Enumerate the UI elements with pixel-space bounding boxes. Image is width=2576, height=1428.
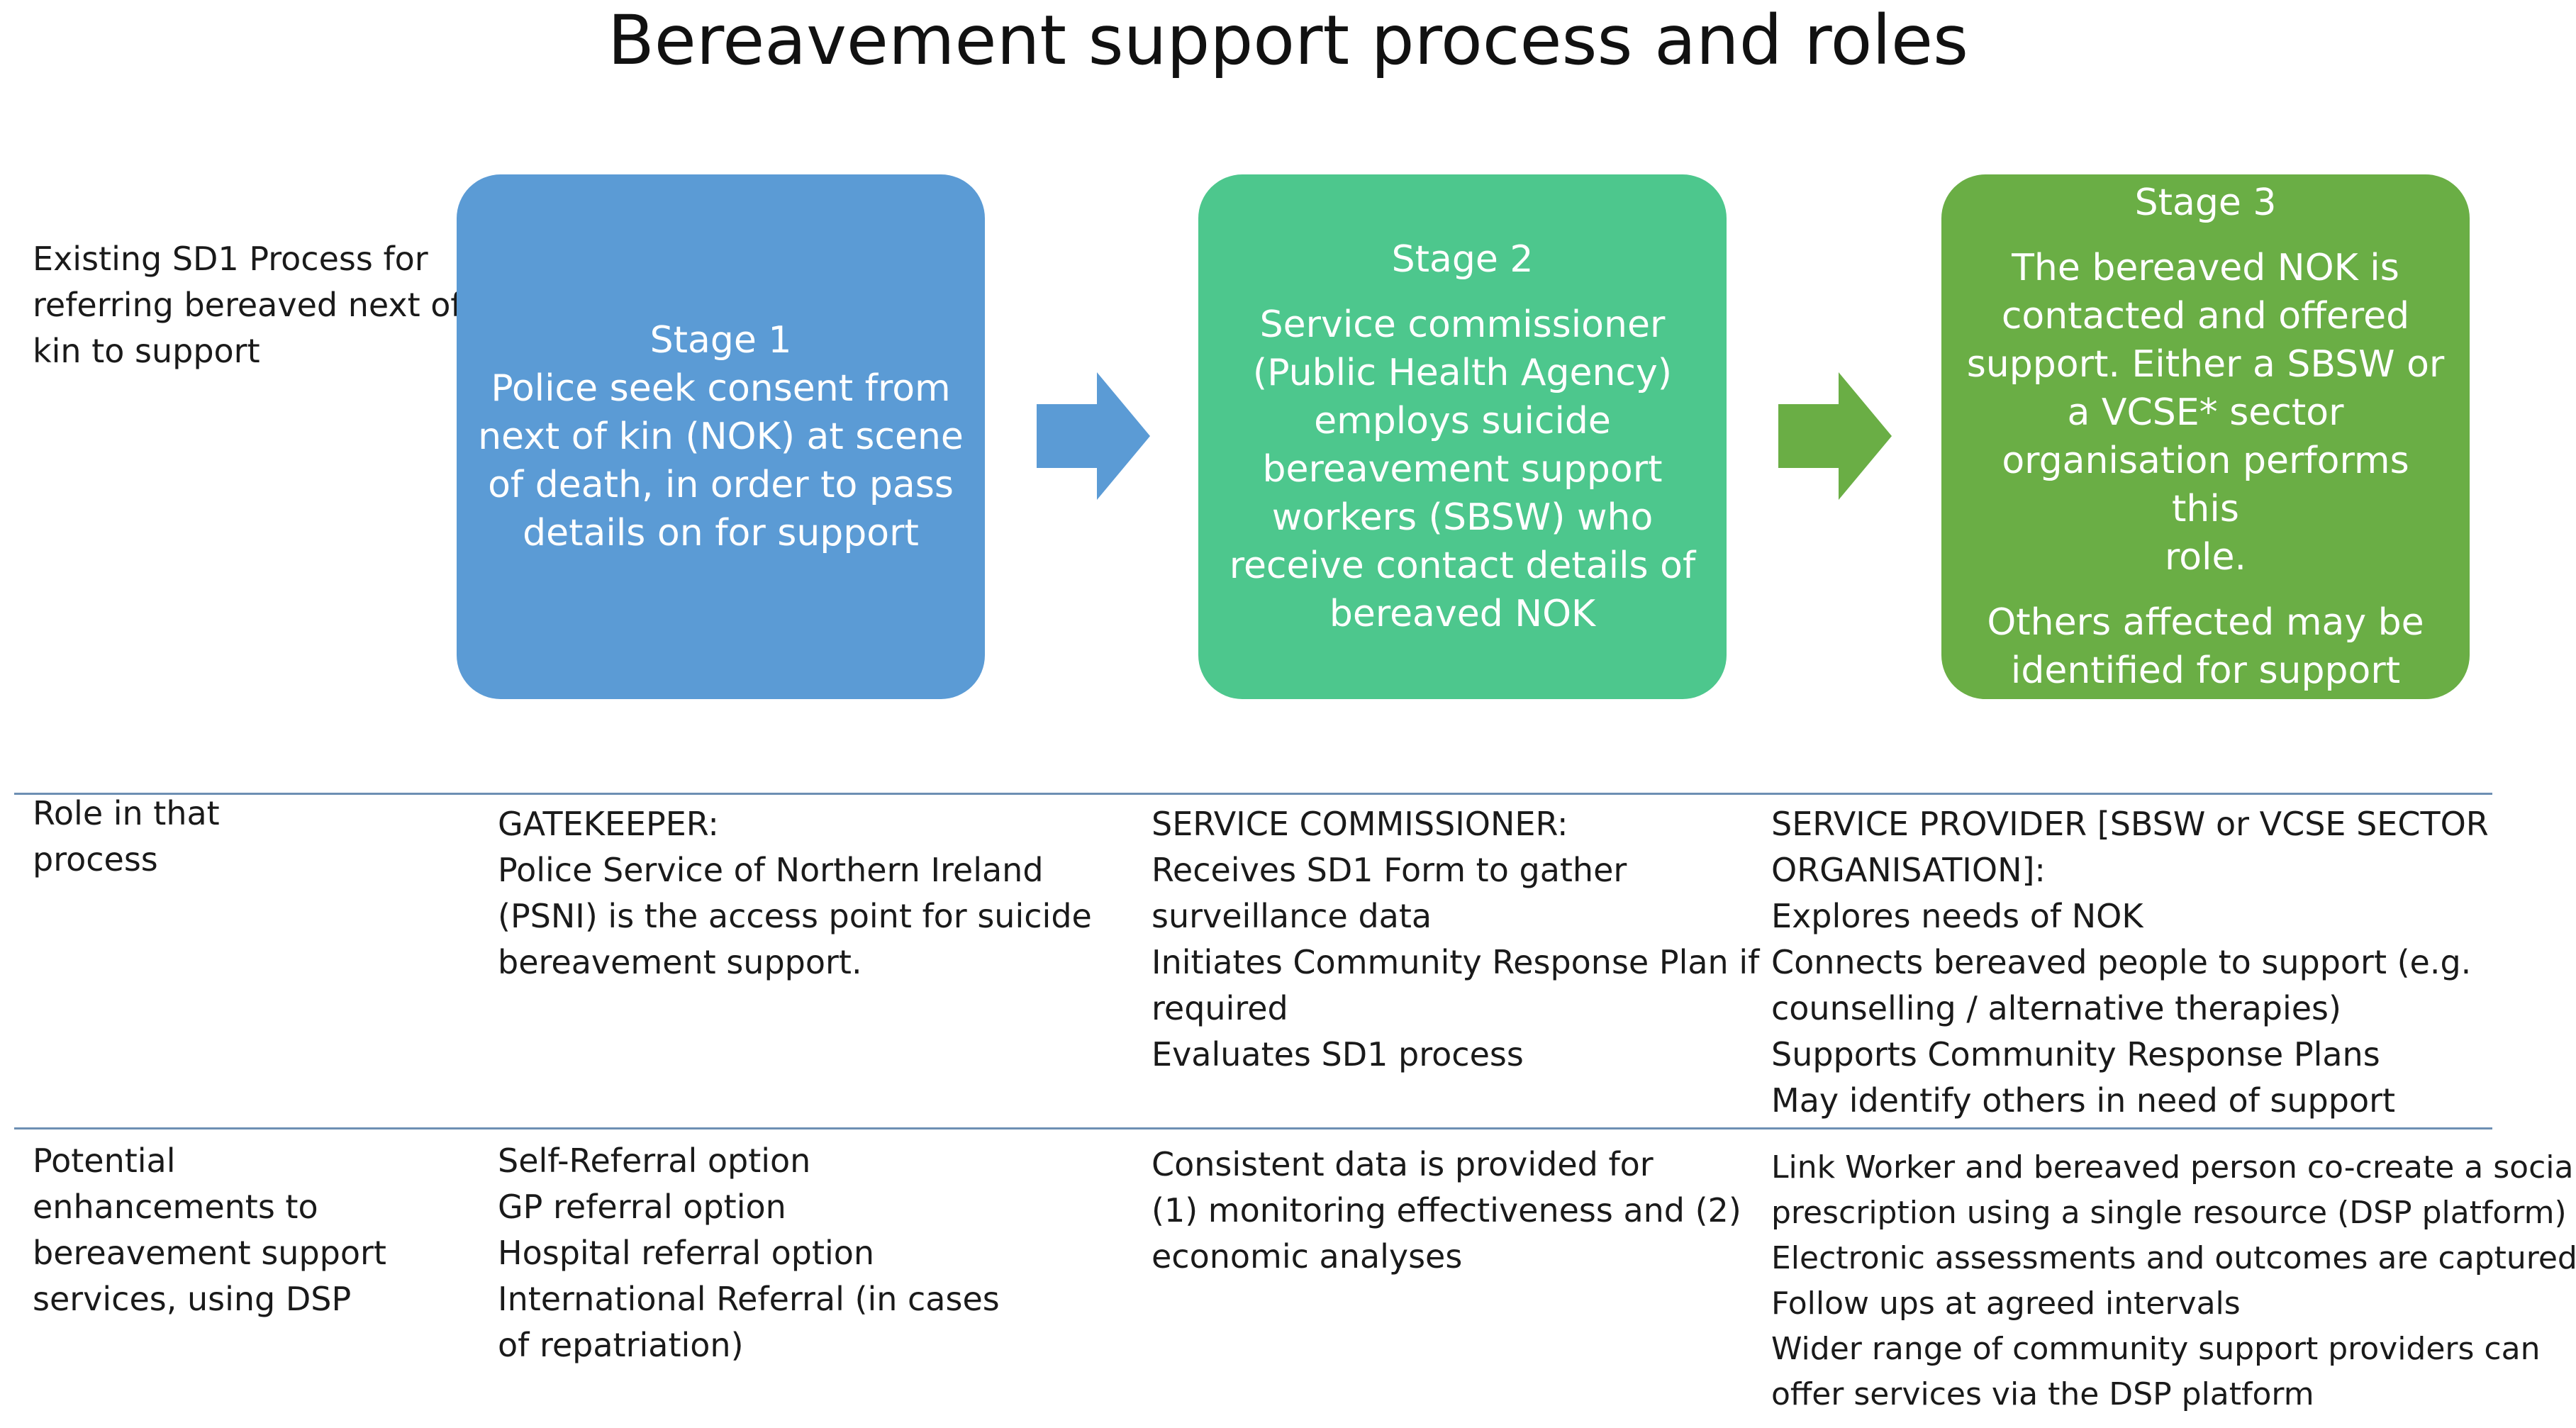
- stage-1-line: of death, in order to pass: [488, 464, 954, 506]
- enhancement-line: Follow ups at agreed intervals: [1771, 1285, 2241, 1322]
- row-label-line: Existing SD1 Process for: [33, 240, 428, 278]
- row-label-line: Role in that: [33, 794, 220, 832]
- enhancement-line: economic analyses: [1152, 1237, 1463, 1276]
- role-line: May identify others in need of support: [1771, 1081, 2396, 1120]
- enhancement-line: Electronic assessments and outcomes are …: [1771, 1240, 2576, 1276]
- enhancement-line: GP referral option: [498, 1188, 786, 1226]
- row-label-line: bereavement support: [33, 1234, 386, 1272]
- role-line: Initiates Community Response Plan if: [1152, 943, 1760, 981]
- enhancement-line: Wider range of community support provide…: [1771, 1331, 2541, 1367]
- role-line: Receives SD1 Form to gather: [1152, 851, 1627, 889]
- role-line: SERVICE PROVIDER [SBSW or VCSE SECTOR: [1771, 805, 2489, 843]
- stage-2-line: workers (SBSW) who: [1271, 496, 1654, 539]
- role-line: Connects bereaved people to support (e.g…: [1771, 943, 2472, 981]
- stage-3-line: contacted and offered: [2001, 295, 2410, 338]
- page-title: Bereavement support process and roles: [607, 1, 1969, 80]
- role-line: Supports Community Response Plans: [1771, 1035, 2380, 1073]
- stage-1-box: Stage 1 Police seek consent from next of…: [457, 174, 985, 699]
- enhancement-line: prescription using a single resource (DS…: [1771, 1195, 2567, 1231]
- enhancement-line: Link Worker and bereaved person co-creat…: [1771, 1149, 2576, 1186]
- role-line: bereavement support.: [498, 943, 862, 981]
- stage-2-line: (Public Health Agency): [1252, 352, 1673, 394]
- enhancement-line: (1) monitoring effectiveness and (2): [1152, 1191, 1741, 1229]
- role-line: Explores needs of NOK: [1771, 897, 2143, 935]
- enhancement-line: of repatriation): [498, 1326, 744, 1364]
- stage-3-extra-line: identified for support: [2010, 649, 2401, 692]
- role-line: Police Service of Northern Ireland: [498, 851, 1044, 889]
- stage-3-line: support. Either a SBSW or: [1966, 343, 2445, 386]
- enhancement-gatekeeper: Self-Referral option GP referral option …: [498, 1138, 1000, 1368]
- stage-2-line: employs suicide: [1314, 400, 1611, 442]
- stage-3-line: role.: [2164, 536, 2247, 579]
- stage-1-line: next of kin (NOK) at scene: [478, 415, 964, 458]
- enhancement-line: offer services via the DSP platform: [1771, 1376, 2314, 1412]
- role-service-provider: SERVICE PROVIDER [SBSW or VCSE SECTOR OR…: [1771, 801, 2489, 1124]
- stage-1-line: details on for support: [523, 512, 919, 554]
- role-line: SERVICE COMMISSIONER:: [1152, 805, 1568, 843]
- role-line: GATEKEEPER:: [498, 805, 719, 843]
- enhancement-line: International Referral (in cases: [498, 1280, 1000, 1318]
- row-label-role: Role in that process: [33, 791, 220, 883]
- role-service-commissioner: SERVICE COMMISSIONER: Receives SD1 Form …: [1152, 801, 1759, 1078]
- enhancement-line: Hospital referral option: [498, 1234, 875, 1272]
- stage-1-heading: Stage 1: [649, 319, 792, 362]
- enhancement-line: Self-Referral option: [498, 1142, 811, 1180]
- row-label-line: kin to support: [33, 332, 260, 370]
- role-line: required: [1152, 989, 1288, 1027]
- stage-2-line: receive contact details of: [1229, 545, 1696, 587]
- role-line: ORGANISATION]:: [1771, 851, 2046, 889]
- row-label-line: referring bereaved next of: [33, 286, 462, 324]
- stage-2-line: bereavement support: [1262, 448, 1663, 491]
- enhancement-commissioner: Consistent data is provided for (1) moni…: [1152, 1142, 1741, 1280]
- enhancement-provider: Link Worker and bereaved person co-creat…: [1771, 1145, 2576, 1417]
- role-line: (PSNI) is the access point for suicide: [498, 897, 1092, 935]
- role-gatekeeper: GATEKEEPER: Police Service of Northern I…: [498, 801, 1092, 986]
- stage-3-line: organisation performs this: [2002, 440, 2409, 530]
- role-line: counselling / alternative therapies): [1771, 989, 2341, 1027]
- stage-3-line: a VCSE* sector: [2067, 391, 2344, 434]
- row-label-line: process: [33, 840, 158, 878]
- row-label-line: services, using DSP: [33, 1280, 352, 1318]
- stage-2-heading: Stage 2: [1391, 238, 1534, 281]
- arrow-right-icon: [1037, 372, 1150, 500]
- stage-3-extra-line: Others affected may be: [1987, 601, 2424, 644]
- row-label-enhancements: Potential enhancements to bereavement su…: [33, 1138, 386, 1322]
- row-divider: [14, 793, 2492, 795]
- row-label-process: Existing SD1 Process for referring berea…: [33, 236, 462, 374]
- stage-2-box: Stage 2 Service commissioner (Public Hea…: [1198, 174, 1727, 699]
- role-line: surveillance data: [1152, 897, 1432, 935]
- stage-2-line: bereaved NOK: [1329, 593, 1596, 635]
- stage-1-line: Police seek consent from: [491, 367, 951, 410]
- stage-3-box: Stage 3 The bereaved NOK is contacted an…: [1941, 174, 2470, 699]
- stage-3-line: The bereaved NOK is: [2012, 247, 2399, 289]
- row-label-line: Potential: [33, 1142, 176, 1180]
- arrow-right-icon: [1778, 372, 1892, 500]
- enhancement-line: Consistent data is provided for: [1152, 1145, 1654, 1183]
- stage-2-line: Service commissioner: [1259, 303, 1666, 346]
- role-line: Evaluates SD1 process: [1152, 1035, 1524, 1073]
- row-divider: [14, 1127, 2492, 1129]
- stage-3-heading: Stage 3: [2134, 182, 2277, 224]
- row-label-line: enhancements to: [33, 1188, 318, 1226]
